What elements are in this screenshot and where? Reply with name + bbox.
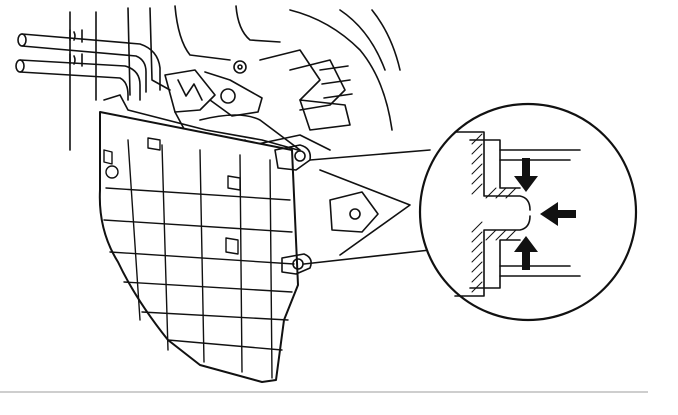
unit-housing [69, 5, 401, 151]
panel-clips [274, 144, 312, 275]
arrow-down-icon [514, 158, 538, 192]
arrow-left-icon [540, 202, 576, 226]
detail-callout [418, 102, 638, 322]
pipes [15, 29, 161, 101]
arrow-up-icon [514, 236, 538, 270]
zoom-cone [303, 149, 431, 265]
cover-panel [98, 94, 299, 383]
